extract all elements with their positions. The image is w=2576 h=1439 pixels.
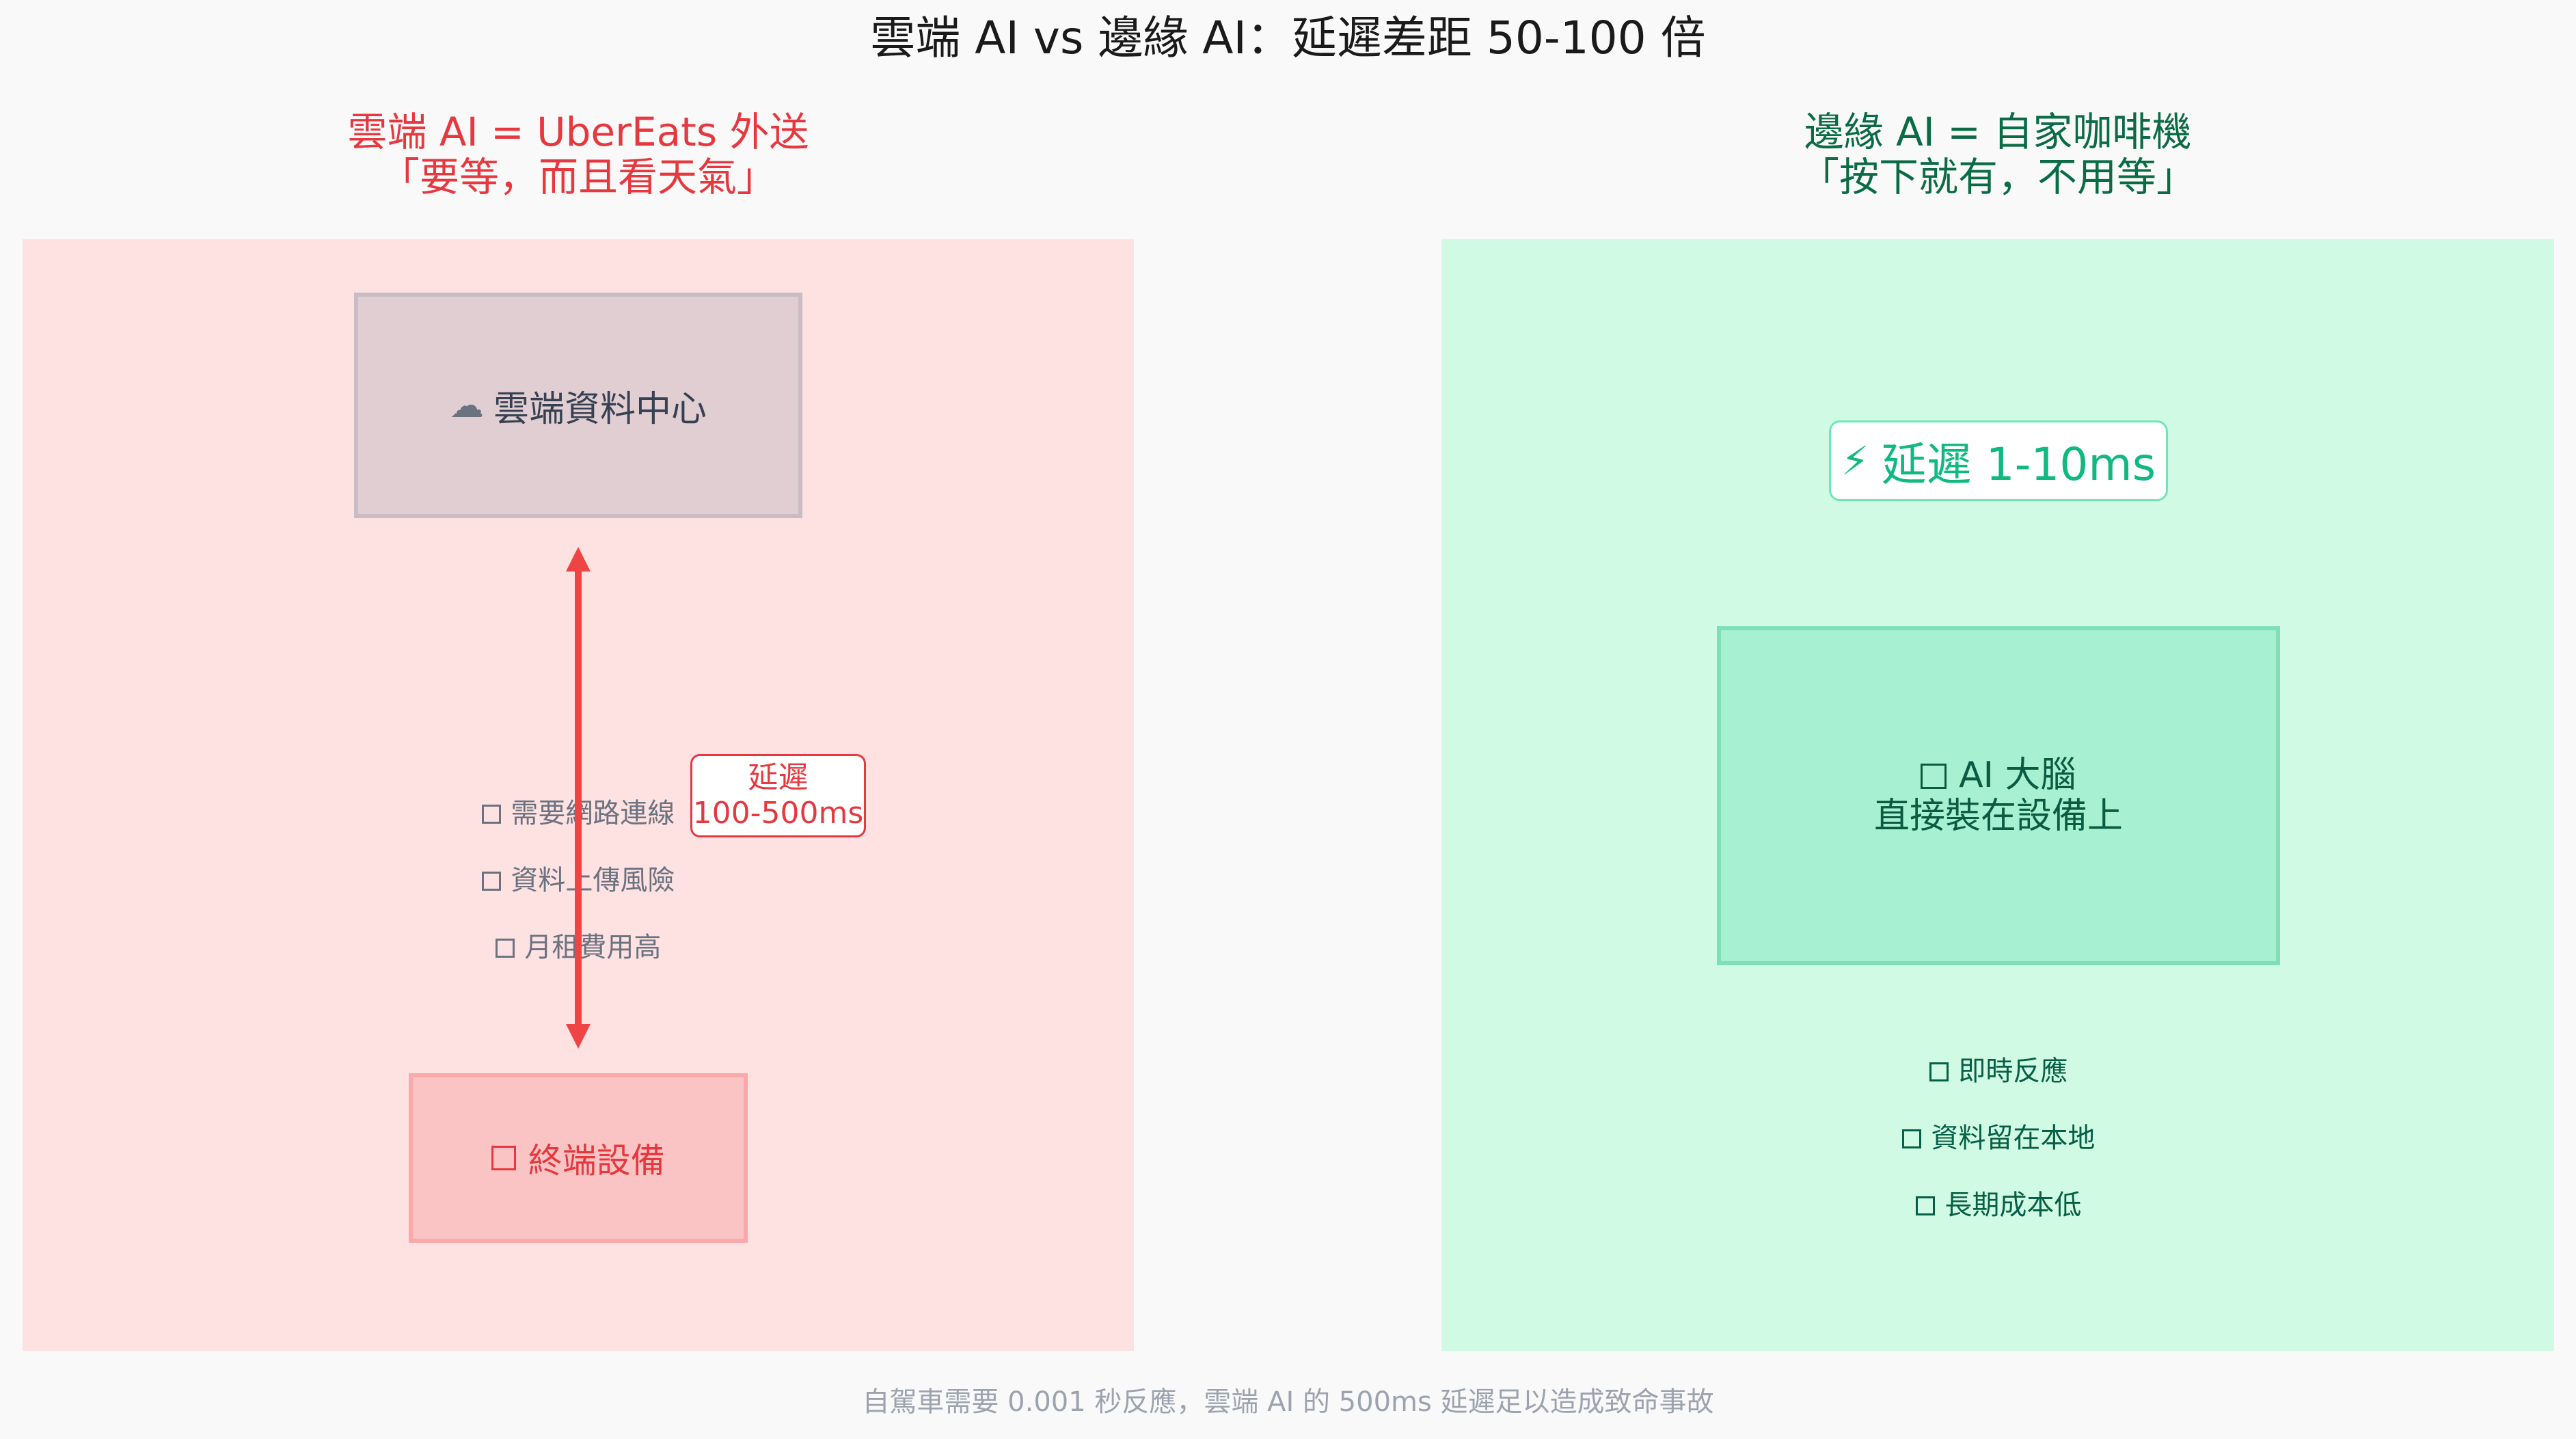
edge-heading: 邊緣 AI = 自家咖啡機 「按下就有，不用等」 [1799, 109, 2196, 200]
checkbox-icon [481, 804, 502, 824]
terminal-device-box: 終端設備 [409, 1073, 748, 1243]
checkbox-icon [1921, 763, 1947, 790]
lightning-icon: ⚡ [1841, 438, 1869, 484]
footnote: 自駕車需要 0.001 秒反應，雲端 AI 的 500ms 延遲足以造成致命事故 [862, 1386, 1714, 1418]
edge-item-realtime: 即時反應 [1829, 1055, 2168, 1088]
arrow-head-down-icon [566, 1024, 591, 1049]
checkbox-icon [1915, 1196, 1936, 1216]
cloud-datacenter-label: 雲端資料中心 [493, 388, 707, 430]
cloud-heading: 雲端 AI = UberEats 外送 「要等，而且看天氣」 [347, 109, 809, 200]
checkbox-icon [1929, 1062, 1949, 1082]
cloud-latency-badge: 延遲 100-500ms [690, 754, 866, 837]
checkbox-icon [481, 871, 502, 891]
edge-item-low-cost: 長期成本低 [1829, 1189, 2168, 1222]
cloud-item-network: 需要網路連線 [410, 797, 746, 830]
cloud-item-upload-risk: 資料上傳風險 [410, 864, 746, 897]
edge-item-local-data: 資料留在本地 [1829, 1122, 2168, 1155]
arrow-head-up-icon [566, 547, 591, 571]
cloud-item-monthly-fee: 月租費用高 [410, 931, 746, 964]
page-title: 雲端 AI vs 邊緣 AI：延遲差距 50-100 倍 [870, 12, 1706, 64]
ai-brain-box: AI 大腦 直接裝在設備上 [1717, 626, 2280, 965]
checkbox-icon [491, 1146, 517, 1170]
ai-brain-label: AI 大腦 直接裝在設備上 [1873, 755, 2123, 837]
checkbox-icon [1901, 1129, 1922, 1149]
cloud-datacenter-box: ☁ 雲端資料中心 [354, 293, 802, 518]
edge-latency-badge: ⚡ 延遲 1-10ms [1829, 420, 2168, 501]
cloud-icon: ☁ [449, 386, 484, 425]
checkbox-icon [495, 938, 515, 958]
